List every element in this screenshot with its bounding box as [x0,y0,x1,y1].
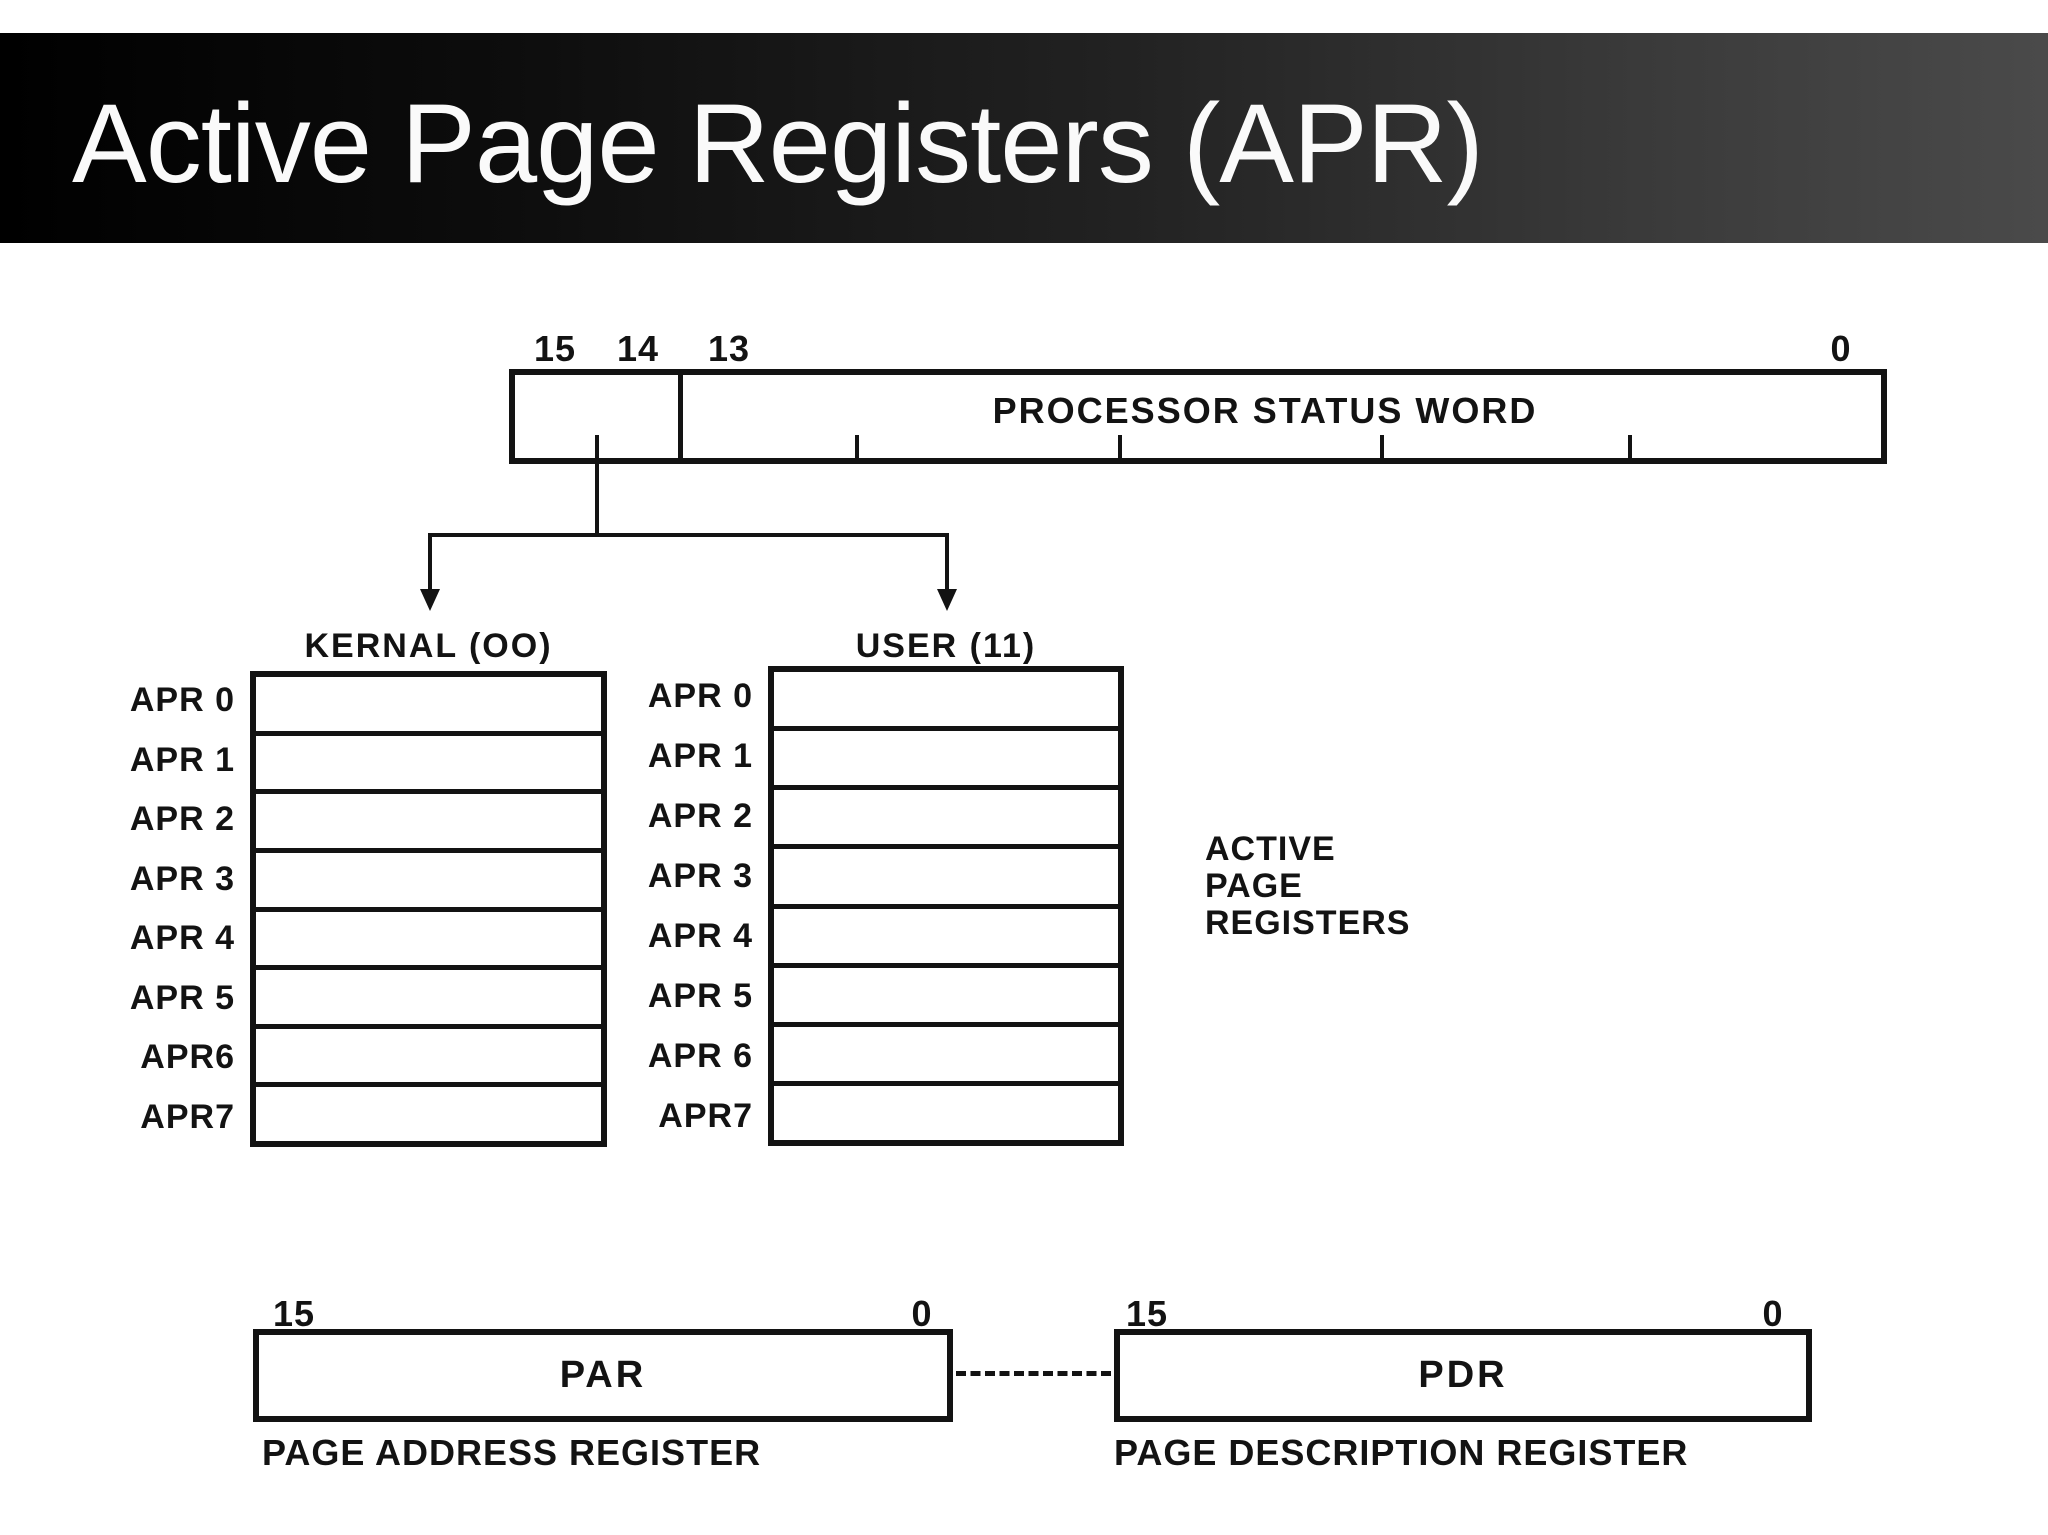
pdr-box: PDR [1114,1329,1812,1422]
user-heading: USER (11) [855,627,1037,665]
psw-tick [595,435,599,459]
apr-row-cell [256,853,601,912]
par-caption: PAGE ADDRESS REGISTER [262,1432,762,1473]
apr-row-label: APR 2 [647,796,753,835]
apr-row-label: APR6 [140,1038,235,1077]
apr-row-label: APR 3 [647,856,753,895]
slide-title: Active Page Registers (APR) [72,80,1484,206]
user-stack [768,666,1124,1146]
kernal-heading: KERNAL (OO) [304,627,553,665]
user-row-labels: APR 0 APR 1 APR 2 APR 3 APR 4 APR 5 APR … [613,666,753,1146]
apr-row-cell [774,672,1118,732]
psw-field-divider [678,375,683,459]
arrow-to-kernal [428,533,432,591]
apr-row-label: APR 6 [647,1036,753,1075]
psw-tick [855,435,859,459]
apr-row-label: APR7 [140,1097,235,1136]
apr-row-cell [774,968,1118,1027]
apr-row-label: APR 4 [647,916,753,955]
kernal-stack [250,671,607,1147]
apr-row-label: APR 1 [647,736,753,775]
psw-box [509,369,1887,464]
par-box: PAR [253,1329,953,1422]
down-arrowhead-icon [937,589,957,611]
psw-bit-0: 0 [1830,328,1852,369]
pdr-bit-15: 15 [1125,1293,1169,1334]
apr-row-cell [256,912,601,971]
down-arrowhead-icon [420,589,440,611]
apr-row-cell [256,1029,601,1088]
apr-row-cell [774,790,1118,850]
title-banner: Active Page Registers (APR) [0,33,2048,243]
apr-row-label: APR 0 [647,676,753,715]
par-label: PAR [559,1354,647,1396]
apr-row-label: APR 5 [129,978,235,1017]
psw-bit-15: 15 [533,328,577,369]
psw-tick [1118,435,1122,459]
psw-bit-14: 14 [616,328,660,369]
arrow-to-user [945,533,949,591]
note-line: REGISTERS [1205,904,1411,942]
apr-row-cell [256,736,601,795]
apr-row-cell [774,731,1118,791]
pdr-caption: PAGE DESCRIPTION REGISTER [1114,1432,1689,1473]
pdr-bit-0: 0 [1762,1293,1784,1334]
apr-row-cell [256,794,601,853]
apr-row-label: APR 0 [129,681,235,720]
note-line: PAGE [1205,867,1303,905]
connector-crossbar [428,533,949,537]
apr-row-cell [256,677,601,736]
apr-row-cell [774,909,1118,968]
psw-label: PROCESSOR STATUS WORD [992,390,1538,431]
apr-row-label: APR 3 [129,859,235,898]
apr-row-cell [774,1086,1118,1140]
apr-row-label: APR 5 [647,976,753,1015]
note-line: ACTIVE [1205,830,1336,868]
psw-tick [1628,435,1632,459]
apr-row-cell [256,970,601,1029]
apr-row-label: APR 4 [129,919,235,958]
apr-row-label: APR7 [658,1096,753,1135]
apr-row-cell [774,1027,1118,1086]
par-bit-15: 15 [272,1293,316,1334]
par-pdr-dashed-link [956,1371,1111,1376]
apr-row-cell [256,1087,601,1141]
connector-stem [595,464,599,535]
kernal-row-labels: APR 0 APR 1 APR 2 APR 3 APR 4 APR 5 APR6… [95,671,235,1147]
apr-row-cell [774,849,1118,909]
par-bit-0: 0 [911,1293,933,1334]
psw-tick [1380,435,1384,459]
active-page-registers-note: ACTIVE PAGE REGISTERS [1205,831,1410,942]
apr-row-label: APR 2 [129,800,235,839]
psw-bit-13: 13 [707,328,751,369]
pdr-label: PDR [1418,1354,1508,1396]
apr-row-label: APR 1 [129,740,235,779]
